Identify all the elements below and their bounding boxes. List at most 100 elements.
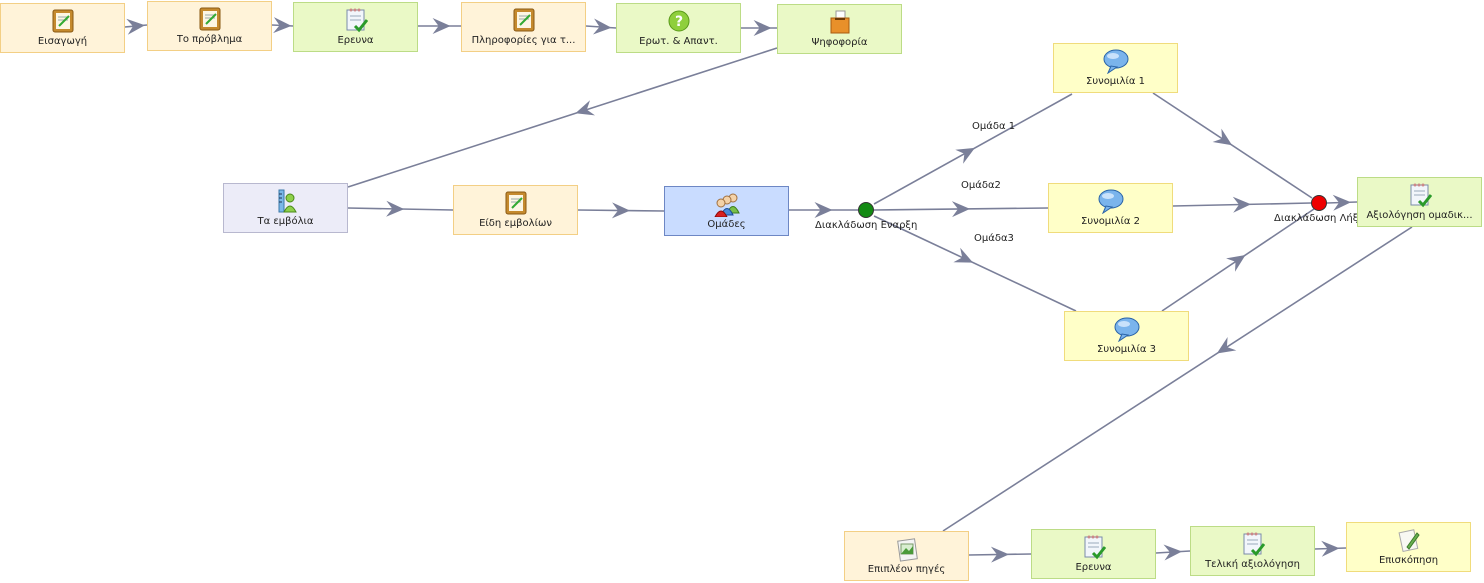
activity-epipleon-piges[interactable]: Επιπλέον πηγές [844, 531, 969, 581]
activity-label: Αξιολόγηση ομαδικ... [1366, 210, 1473, 221]
arrowhead-icon [273, 17, 292, 34]
arrowhead-icon [753, 20, 772, 36]
edge-1[interactable] [124, 18, 148, 35]
notepad-icon [199, 7, 220, 31]
pencil-paper-icon [1398, 529, 1420, 553]
edge-15[interactable] [1161, 208, 1315, 312]
activity-synomilia-3[interactable]: Συνομιλία 3 [1064, 311, 1189, 361]
arrowhead-icon [611, 202, 630, 219]
edge-9[interactable] [789, 202, 858, 218]
activity-label: Τα εμβόλια [257, 216, 314, 227]
edge-6[interactable] [347, 47, 778, 188]
arrowhead-icon [432, 18, 451, 34]
activity-label: Συνομιλία 1 [1086, 76, 1145, 87]
activity-label: Το πρόβλημα [176, 34, 243, 45]
activity-label: Εισαγωγή [37, 36, 88, 47]
checklist-icon [346, 8, 368, 33]
edge-4[interactable] [585, 18, 617, 35]
arrowhead-icon [1216, 337, 1237, 354]
edge-5[interactable] [741, 20, 777, 36]
arrowhead-icon [575, 100, 595, 116]
edge-20[interactable] [1314, 540, 1347, 557]
branch-label-3: Ομάδα3 [974, 233, 1014, 244]
activity-erot-apant[interactable]: ? Ερωτ. & Απαντ. [616, 3, 741, 53]
group-icon [713, 193, 740, 217]
checklist-icon [1410, 183, 1432, 208]
activity-episkopisi[interactable]: Επισκόπηση [1346, 522, 1471, 572]
arrowhead-icon [126, 18, 145, 35]
activity-teliki-axiologisi[interactable]: Τελική αξιολόγηση [1190, 526, 1315, 576]
activity-plirofories[interactable]: Πληροφορίες για τ... [461, 2, 586, 52]
arrowhead-icon [955, 147, 975, 164]
activity-label: Επιπλέον πηγές [867, 564, 946, 575]
image-resource-icon [896, 538, 918, 562]
activity-psifoforia[interactable]: Ψηφοφορία [777, 4, 902, 54]
edge-12[interactable] [873, 215, 1077, 312]
arrowhead-icon [1321, 540, 1340, 557]
arrowhead-icon [951, 201, 970, 218]
end-gate-label: Διακλάδωση Λήξη [1274, 213, 1365, 224]
activity-label: Ερευνα [1075, 562, 1112, 573]
activity-axiologisi-omadikis[interactable]: Αξιολόγηση ομαδικ... [1357, 177, 1482, 227]
activity-ereuna-1[interactable]: Ερευνα [293, 2, 418, 52]
notepad-icon [505, 191, 526, 215]
activity-label: Συνομιλία 3 [1097, 344, 1156, 355]
start-gate[interactable] [858, 202, 874, 218]
activity-synomilia-2[interactable]: Συνομιλία 2 [1048, 183, 1173, 233]
edge-3[interactable] [418, 18, 461, 34]
branch-label-1: Ομάδα 1 [972, 121, 1016, 132]
arrowhead-icon [1332, 194, 1351, 211]
arrowhead-icon [953, 247, 973, 263]
notepad-icon [52, 9, 73, 33]
activity-omades[interactable]: Ομάδες [664, 186, 789, 236]
user-ruler-icon [278, 189, 297, 213]
activity-label: Ερωτ. & Απαντ. [639, 36, 718, 47]
arrowhead-icon [1163, 544, 1182, 561]
arrowhead-icon [990, 546, 1009, 563]
activity-ereuna-2[interactable]: Ερευνα [1031, 529, 1156, 579]
branch-label-2: Ομάδα2 [961, 180, 1001, 191]
arrowhead-icon [386, 200, 405, 217]
activity-label: Συνομιλία 2 [1081, 216, 1140, 227]
activity-to-provlima[interactable]: Το πρόβλημα [147, 1, 272, 51]
notepad-icon [513, 8, 534, 32]
arrowhead-icon [593, 18, 612, 35]
edge-8[interactable] [577, 202, 665, 219]
edge-10[interactable] [873, 93, 1073, 205]
edge-18[interactable] [968, 546, 1032, 563]
chat-bubble-icon [1114, 317, 1139, 342]
edge-2[interactable] [271, 17, 294, 34]
chat-bubble-icon [1103, 49, 1128, 74]
activity-label: Ομάδες [707, 219, 746, 230]
activity-synomilia-1[interactable]: Συνομιλία 1 [1053, 43, 1178, 93]
edge-13[interactable] [1152, 92, 1313, 199]
chat-bubble-icon [1098, 189, 1123, 214]
activity-eidi-emvolion[interactable]: Είδη εμβολίων [453, 185, 578, 235]
activity-label: Πληροφορίες για τ... [471, 35, 576, 46]
checklist-icon [1084, 535, 1106, 560]
arrowhead-icon [1212, 128, 1233, 146]
edge-16[interactable] [1326, 194, 1358, 211]
arrowhead-icon [1232, 196, 1251, 213]
activity-label: Επισκόπηση [1378, 555, 1439, 566]
checklist-icon [1243, 532, 1265, 557]
edge-11[interactable] [873, 201, 1049, 218]
edge-7[interactable] [347, 200, 454, 217]
edge-19[interactable] [1155, 544, 1191, 561]
arrowhead-icon [814, 202, 833, 218]
activity-label: Είδη εμβολίων [479, 218, 552, 229]
question-icon: ? [668, 10, 689, 32]
activity-label: Ερευνα [337, 35, 374, 46]
activity-label: Τελική αξιολόγηση [1205, 559, 1300, 570]
activity-ta-emvolia[interactable]: Τα εμβόλια [223, 183, 348, 233]
activity-eisagogi[interactable]: Εισαγωγή [0, 3, 125, 53]
ballot-box-icon [830, 10, 849, 34]
start-gate-label: Διακλάδωση Εναρξη [815, 220, 918, 231]
arrowhead-icon [1226, 255, 1246, 272]
end-gate[interactable] [1311, 195, 1327, 211]
edge-14[interactable] [1172, 196, 1312, 213]
svg-text:?: ? [674, 14, 682, 30]
edge-17[interactable] [942, 226, 1413, 532]
activity-label: Ψηφοφορία [811, 37, 868, 48]
